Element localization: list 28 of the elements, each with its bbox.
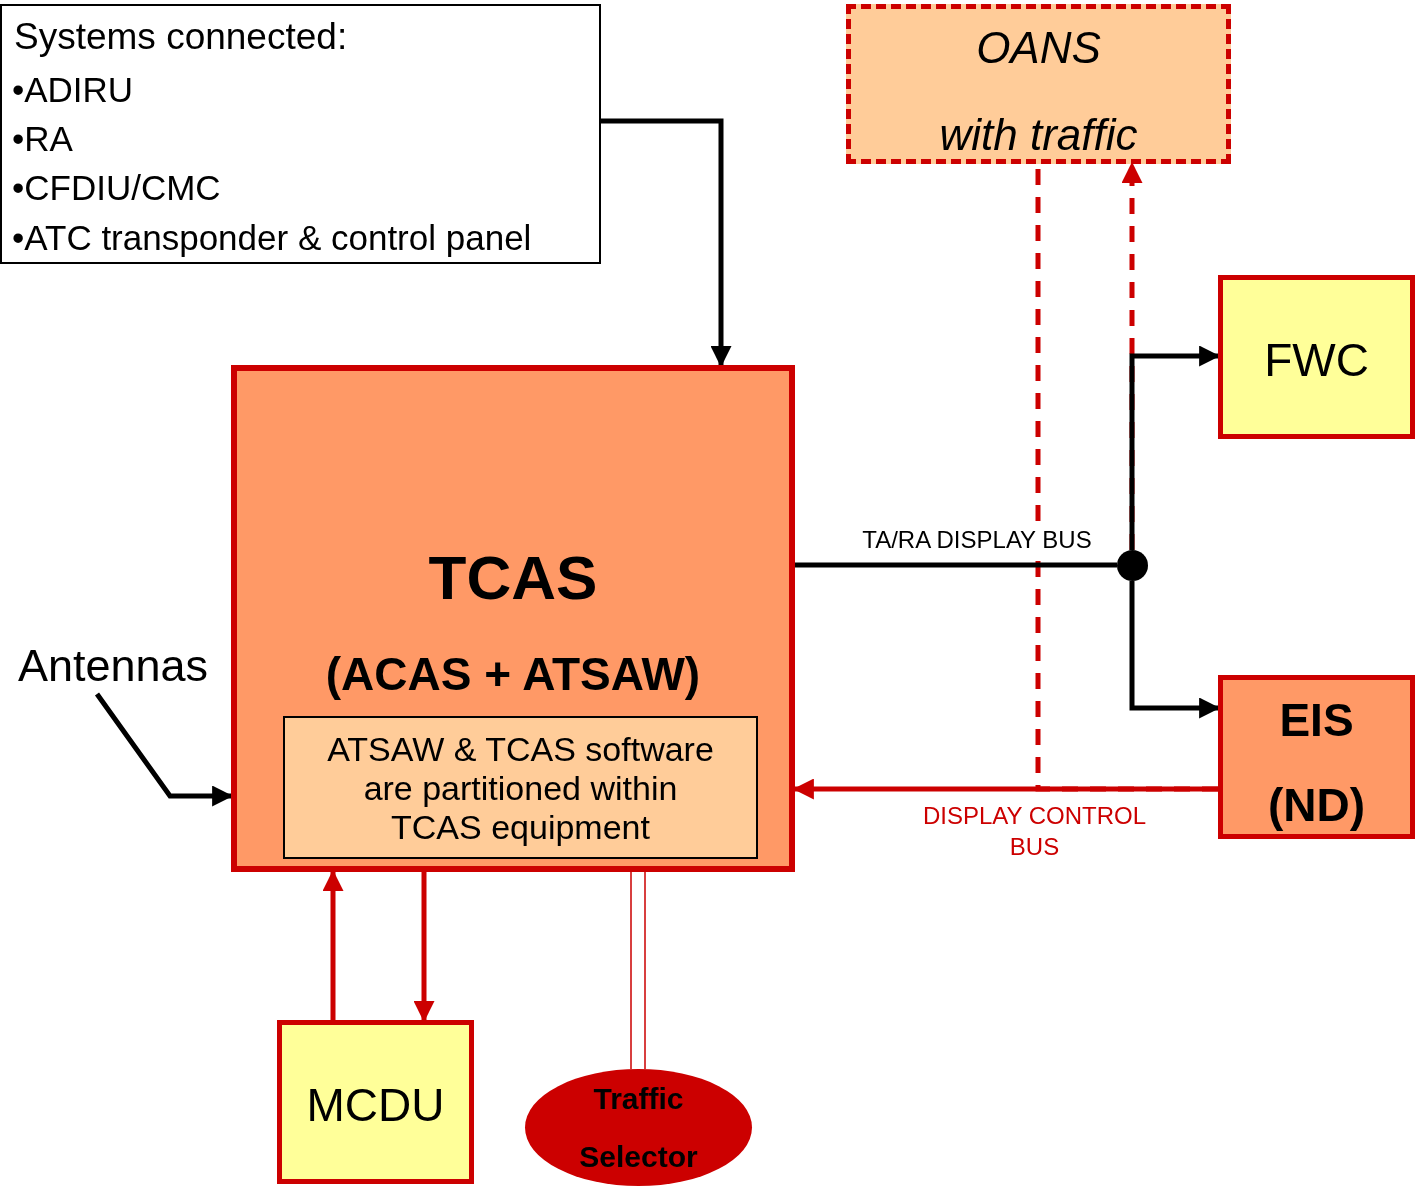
junction-dot bbox=[1117, 550, 1148, 581]
connector-line bbox=[795, 562, 1117, 568]
system-box bbox=[1218, 275, 1415, 439]
systems-list-box bbox=[0, 4, 601, 264]
node-label: Antennas bbox=[8, 638, 218, 694]
box-label: FWC bbox=[1264, 333, 1369, 387]
list-line: •RA bbox=[12, 118, 73, 160]
system-box bbox=[277, 1020, 474, 1184]
list-line: •CFDIU/CMC bbox=[12, 167, 221, 209]
box-label: with traffic bbox=[939, 109, 1138, 161]
box-label: (ND) bbox=[1267, 778, 1366, 832]
box-title: TCAS bbox=[428, 542, 598, 614]
dashed-system-box bbox=[846, 4, 1231, 164]
display-box bbox=[1218, 675, 1415, 839]
ellipse-label: Selector bbox=[579, 1139, 698, 1175]
box-label: MCDU bbox=[306, 1078, 445, 1132]
list-line: •ATC transponder & control panel bbox=[12, 217, 532, 259]
box-label: EIS bbox=[1279, 693, 1354, 747]
box-title: (ACAS + ATSAW) bbox=[325, 647, 701, 701]
double-line bbox=[630, 871, 646, 1070]
equipment-box bbox=[231, 365, 795, 872]
note-box bbox=[283, 716, 758, 859]
note-text: ATSAW & TCAS software are partitioned within TCAS equipment bbox=[326, 730, 715, 848]
list-line: Systems connected: bbox=[14, 15, 348, 59]
arrow bbox=[601, 118, 732, 368]
box-label: OANS bbox=[976, 22, 1101, 74]
ellipse-label: Traffic bbox=[593, 1081, 684, 1117]
list-line: •ADIRU bbox=[12, 69, 134, 111]
